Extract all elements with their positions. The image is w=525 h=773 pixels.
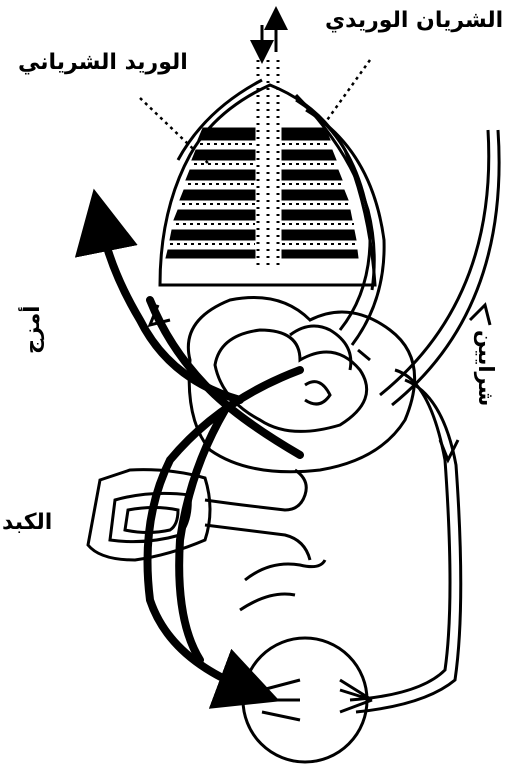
systemic-flow <box>100 220 300 690</box>
label-capillaries: شرايين <box>474 330 498 406</box>
arrow-up-down-icon <box>262 18 276 52</box>
label-venous-artery: الشريان الوريدي <box>325 8 503 33</box>
aorta-vessel <box>350 130 499 712</box>
heart-shape <box>188 298 414 472</box>
label-leaders <box>140 60 370 165</box>
liver-shape <box>88 470 325 610</box>
label-arterial-vein: الوريد الشرياني <box>18 50 188 75</box>
label-liver: الكبد <box>2 510 52 535</box>
label-ventricles: أمزج <box>20 306 44 354</box>
central-dotted-vessel <box>258 60 278 270</box>
